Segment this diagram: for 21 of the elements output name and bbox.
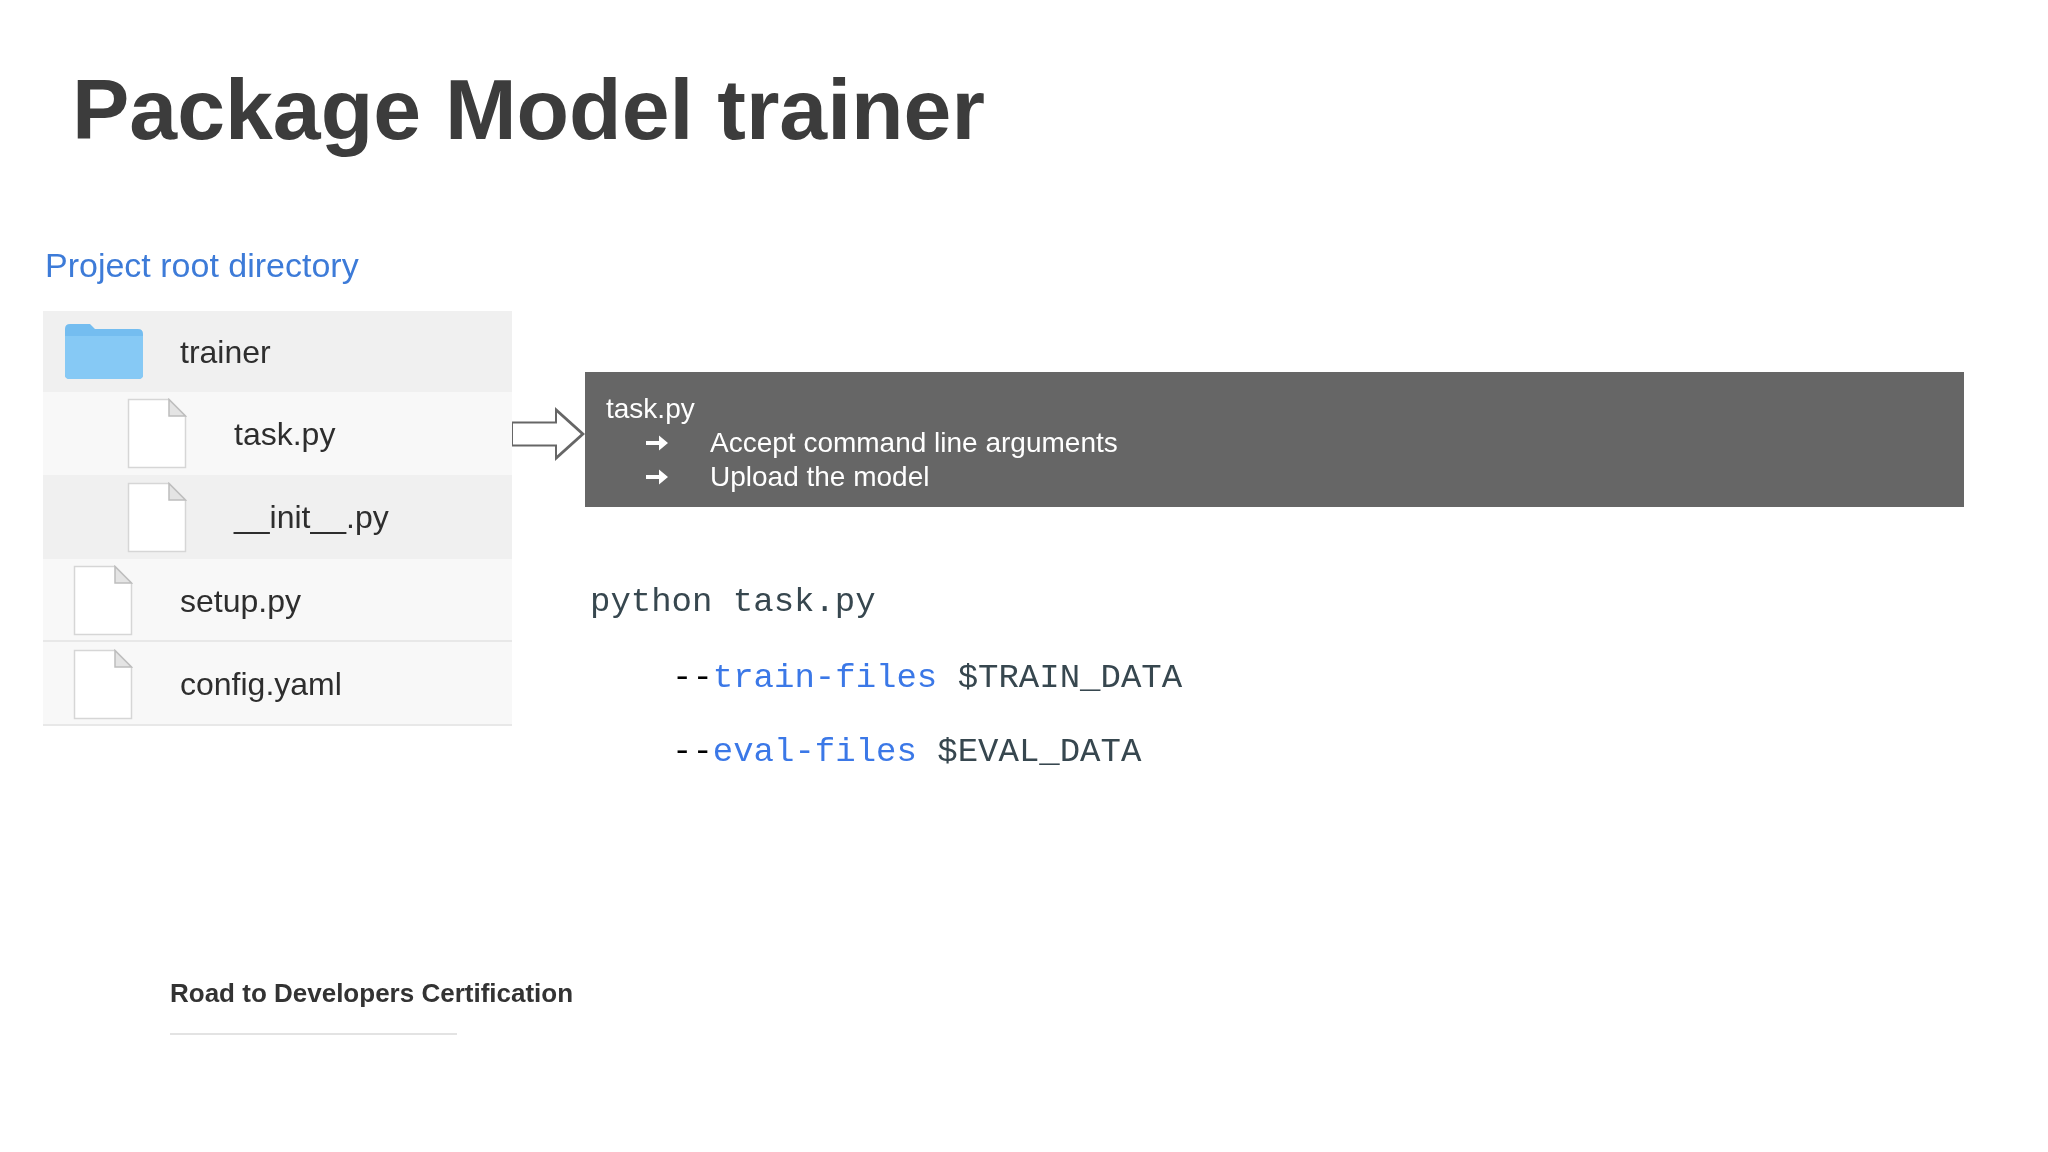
file-row — [43, 475, 512, 559]
file-name: setup.py — [180, 582, 301, 621]
slide-title: Package Model trainer — [72, 60, 985, 159]
arrow — [511, 407, 586, 461]
note-box — [585, 372, 1964, 507]
file-name: task.py — [234, 415, 336, 454]
file-row — [43, 642, 512, 726]
footer-text: Road to Developers Certification — [170, 977, 574, 1010]
file-row — [43, 559, 512, 642]
code-line: python task.py — [590, 582, 876, 623]
code-line: --train-files $TRAIN_DATA — [672, 658, 1183, 699]
section-heading: Project root directory — [45, 245, 359, 286]
bullet-text: Upload the model — [710, 460, 930, 494]
folder-row — [43, 311, 512, 392]
file-row — [43, 392, 512, 475]
file-name: config.yaml — [180, 665, 342, 704]
note-heading: task.py — [606, 392, 695, 426]
code-line: --eval-files $EVAL_DATA — [672, 732, 1142, 773]
folder-name: trainer — [180, 333, 271, 372]
file-name: __init__.py — [234, 498, 389, 537]
bullet-text: Accept command line arguments — [710, 426, 1118, 460]
